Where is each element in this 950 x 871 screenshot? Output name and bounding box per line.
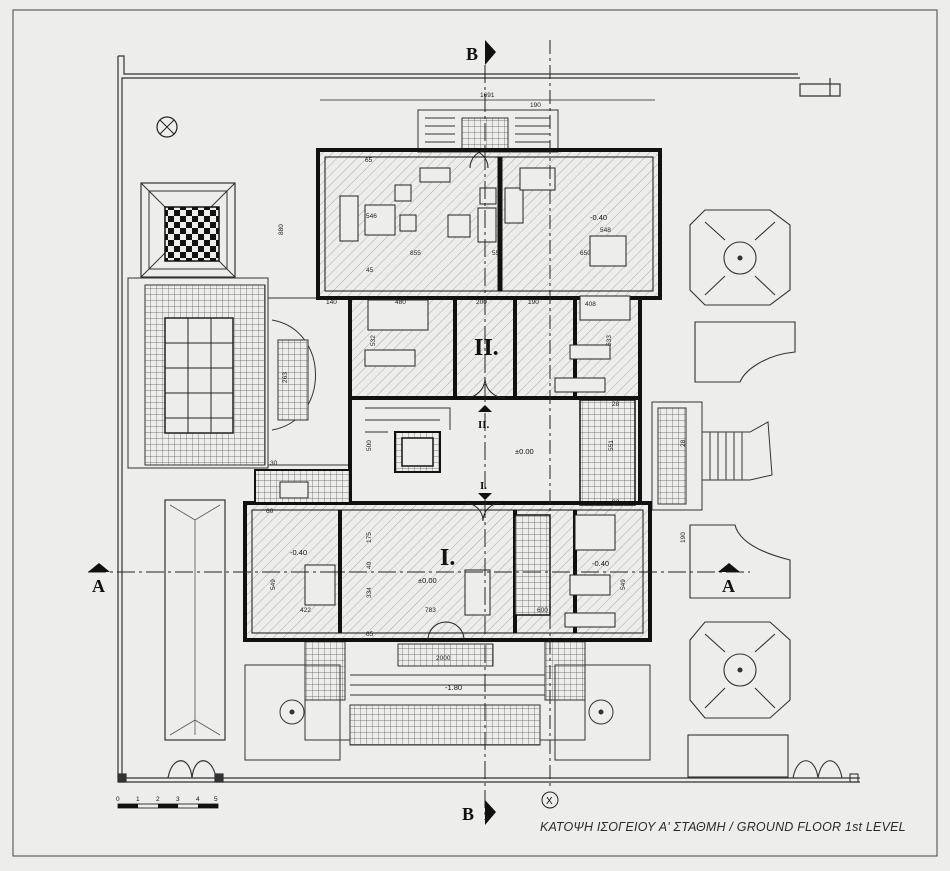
svg-text:A: A	[92, 576, 105, 596]
svg-text:X: X	[546, 796, 553, 807]
section-lines	[88, 40, 750, 820]
dim-upper-right-room: 533	[606, 335, 613, 346]
entry-mark-lower: I.	[478, 480, 492, 500]
svg-text:B: B	[462, 804, 474, 824]
dimension-labels: 1691 190 880 546 548 855 650 65 45 55 14…	[266, 92, 687, 662]
section-mark-a-right: A	[718, 563, 740, 596]
scale-tick-4: 4	[196, 796, 200, 803]
furniture	[279, 167, 631, 628]
dim-lower-edge-a: 60	[266, 508, 274, 515]
checkerboard-pavilion	[140, 182, 236, 278]
site-boundary	[117, 55, 860, 783]
dim-upper-mid-e: 408	[585, 301, 596, 308]
scale-tick-2: 2	[156, 796, 160, 803]
dim-upper-room-right: 548	[600, 227, 611, 234]
dim-lower-left-depth: 549	[270, 579, 277, 590]
dim-upper-bay-c: 55	[492, 250, 500, 257]
dim-upper-mid-c: 200	[476, 299, 487, 306]
dim-upper-bay-b: 45	[366, 267, 374, 274]
right-gardens	[687, 209, 859, 783]
dim-lower-left-width: 422	[300, 607, 311, 614]
dim-left-court: 263	[282, 372, 289, 383]
svg-text:I.: I.	[480, 480, 487, 492]
dim-right-hall-b: 28	[612, 401, 620, 408]
drawing-title: ΚΑΤΟΨΗ ΙΣΟΓΕΙΟΥ Α' ΣΤΑΘΜΗ / GROUND FLOOR…	[540, 820, 906, 834]
svg-text:B: B	[466, 44, 478, 64]
scale-tick-3: 3	[176, 796, 180, 803]
section-mark-b-bottom: B	[462, 800, 496, 825]
dim-top-total: 1691	[480, 92, 495, 99]
east-entrance-steps	[651, 401, 773, 511]
level-lower-left: -0.40	[290, 548, 307, 557]
dim-upper-mid-d: 190	[528, 299, 539, 306]
dim-porch-width: 28	[680, 439, 687, 447]
dim-bottom-total: 2000	[436, 655, 451, 662]
level-terrace: -1.80	[445, 683, 462, 692]
dim-upper-mid-a: 140	[326, 299, 337, 306]
wing-label-lower: I.	[440, 545, 455, 571]
section-mark-b-top: B	[466, 40, 496, 65]
dim-lower-top-b: 40	[366, 561, 373, 569]
north-arrow-icon	[156, 116, 178, 138]
grid-mark-x: X	[541, 791, 559, 809]
left-garden	[127, 277, 351, 469]
dim-lower-center-width: 783	[425, 607, 436, 614]
dim-lower-edge-b: 30	[270, 460, 278, 467]
dim-upper-bay-a: 65	[365, 157, 373, 164]
scale-bar: 0 1 2 3 4 5	[116, 796, 219, 809]
wing-label-upper: II.	[474, 335, 499, 361]
dim-right-hall-c: 32	[612, 499, 620, 506]
dim-hall-depth: 500	[366, 440, 373, 451]
level-hall: ±0.00	[515, 447, 534, 456]
section-mark-a-left: A	[88, 563, 110, 596]
dim-upper-width-left: 855	[410, 250, 421, 257]
dim-upper-width-right: 650	[580, 250, 591, 257]
sheet-frame	[12, 9, 938, 857]
level-upper-right: -0.40	[590, 213, 607, 222]
dim-lower-top-a: 175	[366, 532, 373, 543]
svg-text:A: A	[722, 576, 735, 596]
dim-lower-mid: 334	[366, 587, 373, 598]
dim-upper-mid-b: 480	[395, 299, 406, 306]
dim-upper-room-left: 546	[366, 213, 377, 220]
driveway	[117, 499, 226, 783]
north-entrance-steps	[417, 109, 559, 153]
doors	[427, 149, 506, 641]
scale-tick-1: 1	[136, 796, 140, 803]
dim-upper-stair: 532	[370, 335, 377, 346]
scale-tick-0: 0	[116, 796, 120, 803]
dim-site-left: 880	[278, 224, 285, 235]
dim-right-side: 190	[680, 532, 687, 543]
svg-text:II.: II.	[478, 419, 490, 431]
scale-tick-5: 5	[214, 796, 218, 803]
dim-lower-step: 65	[366, 631, 374, 638]
level-lower-center: ±0.00	[418, 576, 437, 585]
dim-right-hall-a: 551	[608, 440, 615, 451]
level-lower-right: -0.40	[592, 559, 609, 568]
dim-lower-right-depth: 549	[620, 579, 627, 590]
dim-top-offset: 190	[530, 102, 541, 109]
dim-lower-right-width: 600	[537, 607, 548, 614]
entry-mark-upper: II.	[478, 405, 492, 431]
